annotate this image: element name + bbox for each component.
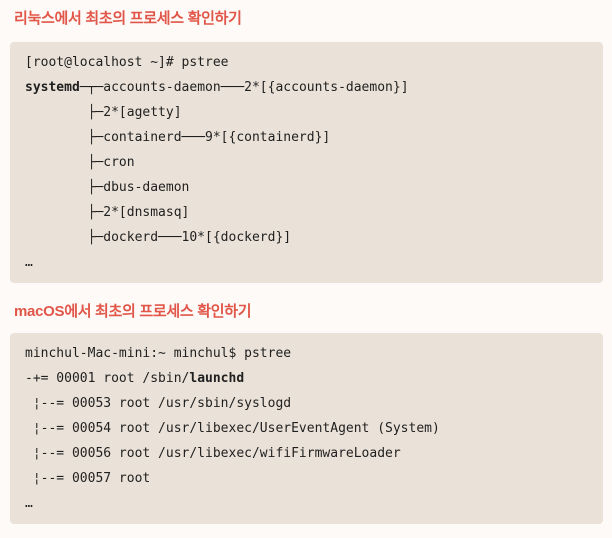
terminal-line: … bbox=[25, 496, 33, 511]
section-heading-macos: macOS에서 최초의 프로세스 확인하기 bbox=[14, 303, 252, 320]
terminal-output-linux: [root@localhost ~]# pstree systemd─┬─acco… bbox=[10, 42, 603, 283]
terminal-line: minchul-Mac-mini:~ minchul$ pstree bbox=[25, 346, 292, 361]
terminal-output-macos: minchul-Mac-mini:~ minchul$ pstree -+= 00… bbox=[10, 333, 603, 524]
terminal-line: ├─2*[dnsmasq] bbox=[25, 205, 190, 220]
terminal-line: ├─dockerd───10*[{dockerd}] bbox=[25, 230, 292, 245]
terminal-line: … bbox=[25, 255, 33, 270]
terminal-line: -+= 00001 root /sbin/launchd bbox=[25, 371, 245, 386]
terminal-line: [root@localhost ~]# pstree bbox=[25, 55, 229, 70]
terminal-line: ├─cron bbox=[25, 155, 135, 170]
terminal-line: systemd─┬─accounts-daemon───2*[{accounts… bbox=[25, 80, 409, 95]
terminal-line: ¦--= 00053 root /usr/sbin/syslogd bbox=[25, 396, 292, 411]
terminal-line: ├─dbus-daemon bbox=[25, 180, 190, 195]
terminal-line: ├─containerd───9*[{containerd}] bbox=[25, 130, 331, 145]
terminal-line: ├─2*[agetty] bbox=[25, 105, 182, 120]
terminal-line: ¦--= 00056 root /usr/libexec/wifiFirmwar… bbox=[25, 446, 401, 461]
terminal-line: ¦--= 00054 root /usr/libexec/UserEventAg… bbox=[25, 421, 440, 436]
terminal-line: ¦--= 00057 root bbox=[25, 471, 151, 486]
section-heading-linux: 리눅스에서 최초의 프로세스 확인하기 bbox=[14, 10, 242, 27]
